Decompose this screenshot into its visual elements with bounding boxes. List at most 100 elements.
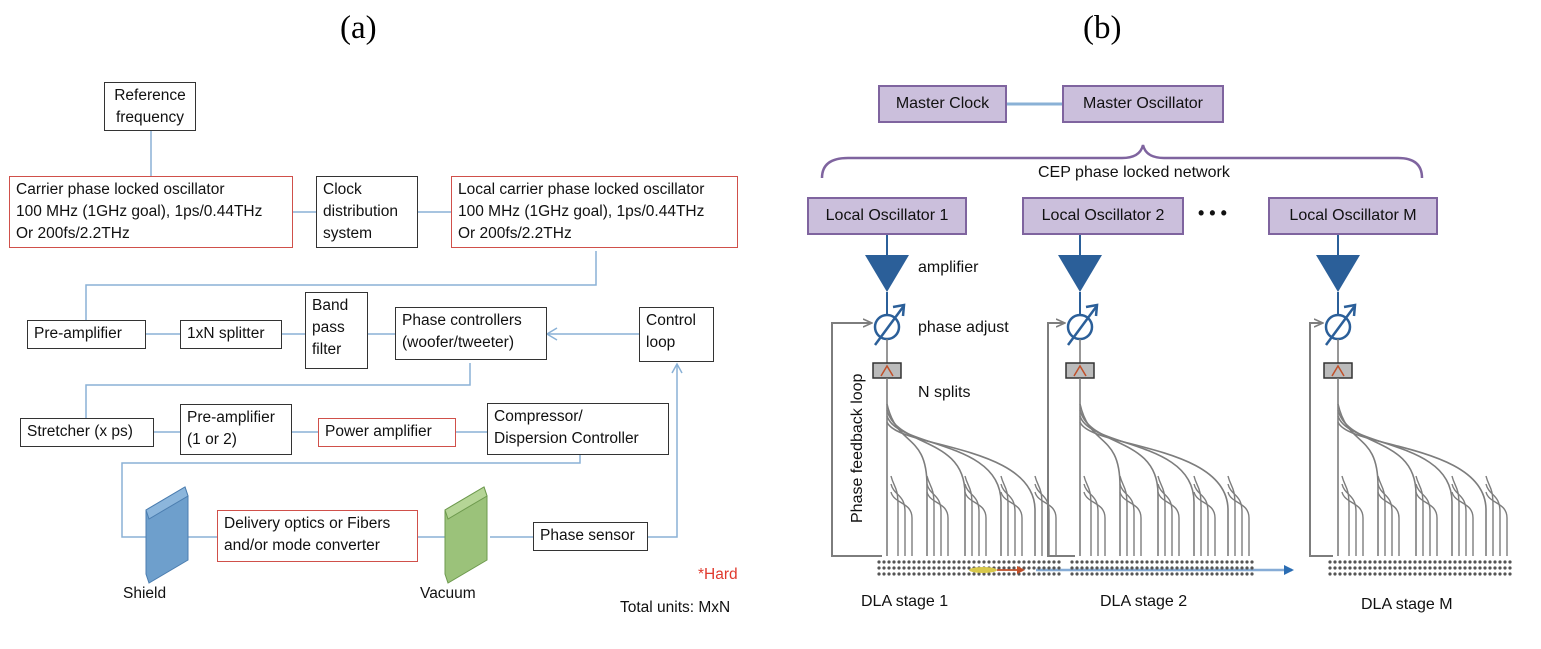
dla-dot xyxy=(1393,560,1397,564)
dla-dot xyxy=(1155,572,1159,576)
dla-dot xyxy=(1205,566,1209,570)
dla-dot xyxy=(882,566,886,570)
dla-dot xyxy=(952,566,956,570)
tree-leaf-branch xyxy=(1034,475,1043,507)
dla-dot xyxy=(1095,566,1099,570)
dla-dot xyxy=(957,572,961,576)
dla-dot xyxy=(1438,572,1442,576)
tree-leaf-branch xyxy=(1377,475,1386,507)
tree-leaf-branch xyxy=(926,483,942,513)
amplifier-triangle xyxy=(865,255,909,292)
dla-dot xyxy=(1353,566,1357,570)
dla-dot xyxy=(1135,560,1139,564)
dla-dot xyxy=(1190,560,1194,564)
dla-dot xyxy=(882,572,886,576)
dla-dot xyxy=(1165,566,1169,570)
dla-dot xyxy=(1022,572,1026,576)
dla-dot xyxy=(1080,560,1084,564)
dla-dot xyxy=(1343,560,1347,564)
dla-dot xyxy=(877,572,881,576)
dla-dot xyxy=(892,560,896,564)
dla-dot xyxy=(1002,560,1006,564)
tree-branch xyxy=(1079,415,1195,503)
dla-dot xyxy=(1250,572,1254,576)
dla-dot xyxy=(1160,560,1164,564)
tree-leaf-branch xyxy=(926,475,935,507)
tree-branch xyxy=(886,403,928,487)
dla-dot xyxy=(1423,566,1427,570)
dla-dot xyxy=(927,566,931,570)
feedback-loop-line xyxy=(831,323,882,557)
master-oscillator-box: Master Oscillator xyxy=(1062,85,1224,123)
dla-dot xyxy=(1100,572,1104,576)
dla-dot xyxy=(1453,566,1457,570)
dla-dot xyxy=(982,572,986,576)
dla-dot xyxy=(877,566,881,570)
dla-dot xyxy=(897,566,901,570)
dla-dot xyxy=(1165,560,1169,564)
dla-dot xyxy=(1150,560,1154,564)
dla-dot xyxy=(892,566,896,570)
dla-dot xyxy=(1338,566,1342,570)
dla-dot xyxy=(1353,560,1357,564)
dla-dot xyxy=(962,566,966,570)
dla-dot xyxy=(1090,566,1094,570)
dla-dot xyxy=(1037,572,1041,576)
dla-dot xyxy=(1438,566,1442,570)
dla-dot xyxy=(902,560,906,564)
tree-leaf-branch xyxy=(1157,491,1180,519)
dla-dot xyxy=(1195,566,1199,570)
dla-dot xyxy=(1135,572,1139,576)
dla-dot xyxy=(1348,566,1352,570)
dla-dot xyxy=(1333,572,1337,576)
dla-dot xyxy=(1085,560,1089,564)
panel-b-title: (b) xyxy=(1083,10,1122,46)
feedback-loop-line xyxy=(1309,323,1333,557)
compressor-box: Compressor/ Dispersion Controller xyxy=(487,403,669,455)
dla-dot xyxy=(1205,560,1209,564)
tree-branch xyxy=(1079,403,1121,487)
dla-dot xyxy=(1398,572,1402,576)
dla-dot xyxy=(1503,572,1507,576)
dla-dot xyxy=(1483,560,1487,564)
dla-dot xyxy=(977,560,981,564)
dla-dot xyxy=(1230,560,1234,564)
dla-dot xyxy=(1017,560,1021,564)
dla-dot xyxy=(1245,566,1249,570)
dla-stage-m-label: DLA stage M xyxy=(1361,596,1453,613)
dla-dot xyxy=(1215,560,1219,564)
dla-dot xyxy=(1433,566,1437,570)
dla-dot xyxy=(1042,566,1046,570)
tree-leaf-branch xyxy=(1415,491,1438,519)
dla-dot xyxy=(1373,566,1377,570)
dla-dot xyxy=(902,566,906,570)
tree-leaf-branch xyxy=(1000,491,1023,519)
dla-dot xyxy=(1070,566,1074,570)
dla-dot xyxy=(1027,566,1031,570)
amplifier-label: amplifier xyxy=(918,259,979,276)
dla-dot xyxy=(1468,572,1472,576)
dla-dot xyxy=(1115,560,1119,564)
dla-dot xyxy=(1413,572,1417,576)
dla-dot xyxy=(952,572,956,576)
dla-dot xyxy=(1220,560,1224,564)
dla-dot xyxy=(1388,560,1392,564)
tree-leaf-branch xyxy=(1485,475,1494,507)
dla-dot xyxy=(1383,560,1387,564)
dla-dot xyxy=(1473,560,1477,564)
dla-dot xyxy=(1383,572,1387,576)
dla-dot xyxy=(1185,560,1189,564)
dla-dot xyxy=(1080,566,1084,570)
dla-dot xyxy=(1443,572,1447,576)
dla-dot xyxy=(1057,560,1061,564)
dla-dot xyxy=(1155,560,1159,564)
reference-frequency-box: Reference frequency xyxy=(104,82,196,131)
dla-dot xyxy=(942,566,946,570)
dla-dot xyxy=(1095,560,1099,564)
dla-dot xyxy=(1125,560,1129,564)
dla-dot xyxy=(1007,560,1011,564)
dla-dot xyxy=(997,566,1001,570)
dla-dot xyxy=(1225,566,1229,570)
tree-leaf-branch xyxy=(1485,491,1508,519)
dla-dot xyxy=(1007,572,1011,576)
